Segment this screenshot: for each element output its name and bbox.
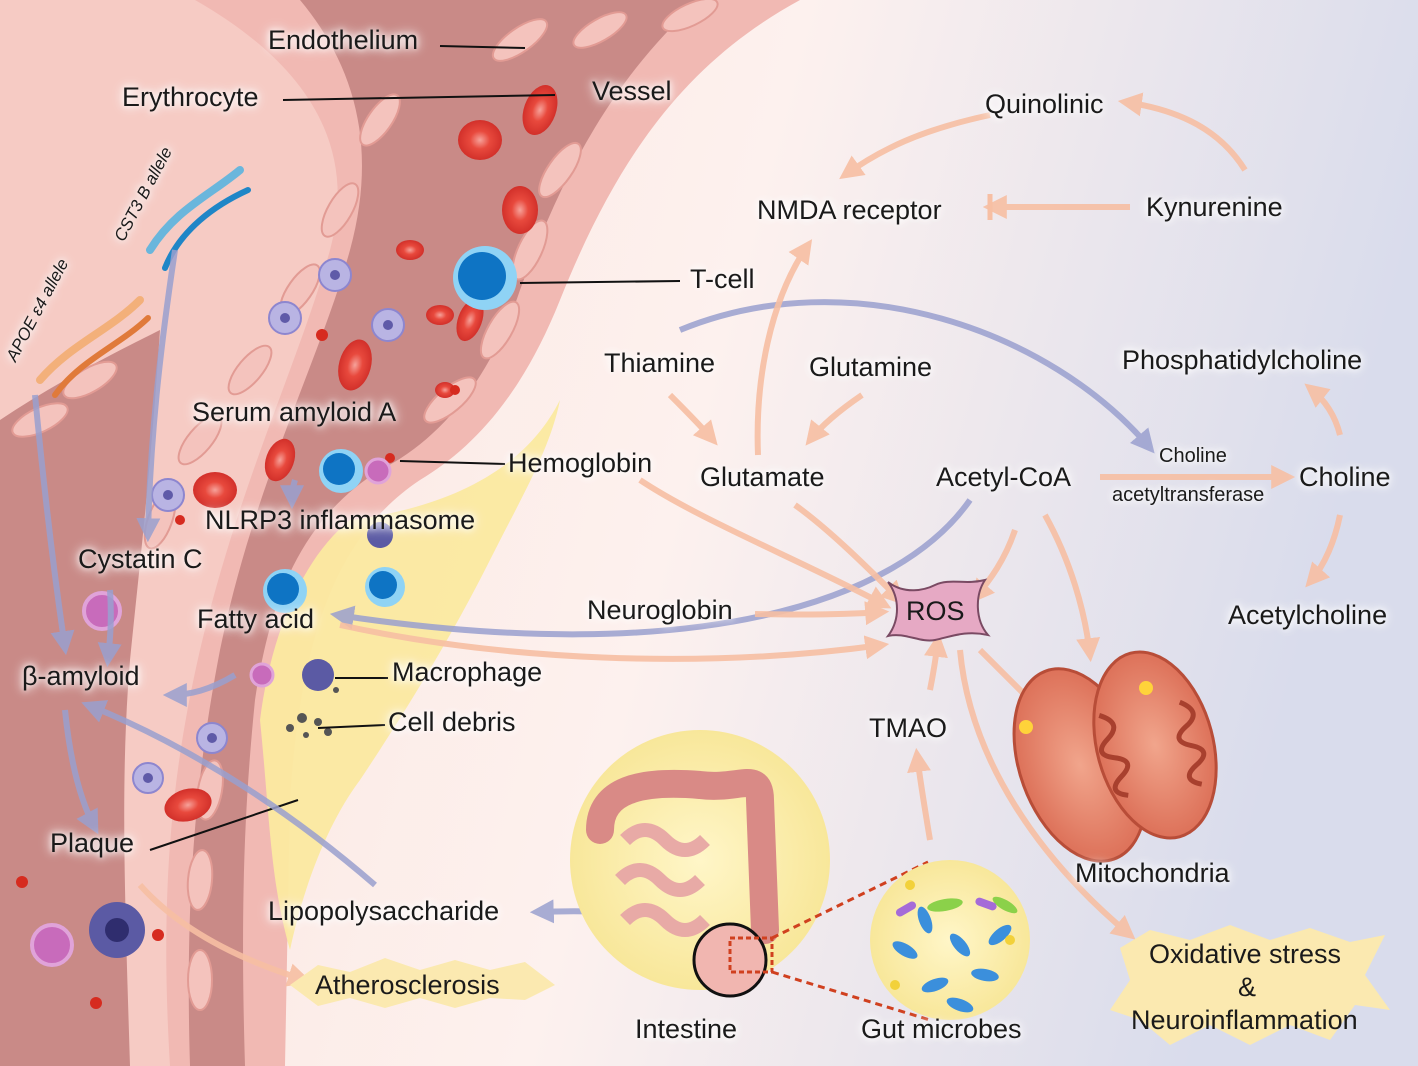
label-cystatin-c: Cystatin C [78,544,203,574]
label-kynurenine: Kynurenine [1146,192,1283,222]
label-macrophage: Macrophage [392,657,543,687]
label-acetyl-coa: Acetyl-CoA [936,462,1072,492]
label-glutamate: Glutamate [700,462,825,492]
label-oxidative-stress: Oxidative stress [1149,939,1342,969]
label-nmda-receptor: NMDA receptor [757,195,942,225]
label-ros: ROS [906,596,965,626]
label-fatty-acid: Fatty acid [197,604,315,634]
label-choline-acetyltransferase-1: Choline [1159,445,1227,467]
label-glutamine: Glutamine [809,352,933,382]
label-quinolinic: Quinolinic [985,89,1104,119]
t-cell-group [263,246,517,613]
intestine-icon [570,730,830,998]
label-cell-debris: Cell debris [388,707,516,737]
label-thiamine: Thiamine [604,348,716,378]
gut-microbes-icon [870,860,1030,1020]
label-nlrp3: NLRP3 inflammasome [205,505,476,535]
dna-apoe-icon [36,296,151,398]
label-ampersand: & [1238,972,1257,1002]
label-t-cell: T-cell [690,264,755,294]
label-serum-amyloid-a: Serum amyloid A [192,397,397,427]
label-beta-amyloid: β-amyloid [22,661,140,691]
label-erythrocyte: Erythrocyte [122,82,259,112]
dna-cst3-icon [146,166,251,271]
label-vessel: Vessel [592,76,672,106]
label-acetylcholine: Acetylcholine [1228,600,1388,630]
label-lipopolysaccharide: Lipopolysaccharide [268,896,500,926]
ros-icon [885,578,991,642]
label-choline: Choline [1299,462,1391,492]
label-endothelium: Endothelium [268,25,419,55]
label-plaque: Plaque [50,828,135,858]
label-neuroinflammation: Neuroinflammation [1131,1005,1358,1035]
oxidative-burst [1110,925,1390,1045]
label-mitochondria: Mitochondria [1075,858,1230,888]
label-choline-acetyltransferase-2: acetyltransferase [1112,484,1265,506]
label-neuroglobin: Neuroglobin [587,595,733,625]
label-tmao: TMAO [869,713,947,743]
label-intestine: Intestine [635,1014,738,1044]
mitochondria-icon [1012,650,1218,863]
label-hemoglobin: Hemoglobin [508,448,653,478]
label-phosphatidylcholine: Phosphatidylcholine [1122,345,1363,375]
plaque-region [260,400,560,950]
label-gut-microbes: Gut microbes [861,1014,1022,1044]
atherosclerosis-burst [290,958,555,1008]
label-atherosclerosis: Atherosclerosis [315,970,500,1000]
vessel-lumen [188,0,700,1066]
